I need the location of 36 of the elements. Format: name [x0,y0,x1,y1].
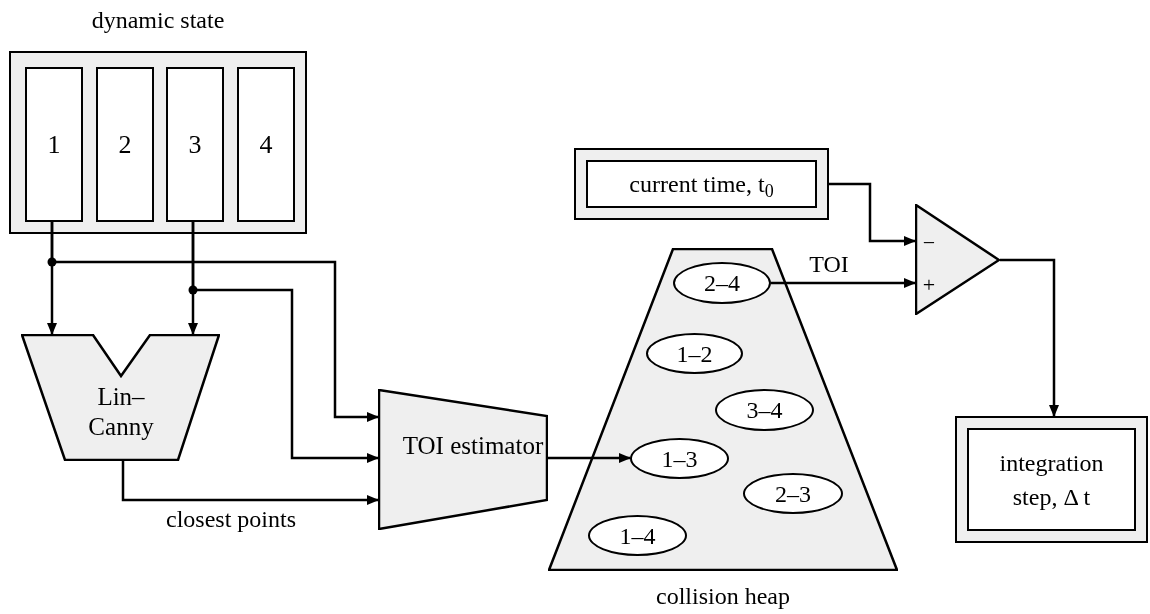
node-label: TOI estimator [401,431,545,461]
node-label: current time, t$_{0}$ [628,170,775,201]
connector-arrow [829,182,916,246]
node-label: dynamic state [90,6,226,35]
connector-arrow [771,278,916,288]
node-label: Lin– Canny [87,382,155,442]
node-label: integration step, Δ t [998,448,1105,512]
node-label: 3 [188,131,202,158]
node-label: 2–4 [704,271,740,295]
edge-label: TOI [809,250,849,278]
state-slot [25,67,83,222]
edge-label: closest points [166,505,296,533]
connector-arrow [121,461,379,505]
node-label: 1 [47,131,61,158]
state-slot [237,67,295,222]
connector-arrow [548,453,631,463]
notched-trapezoid-block [21,334,220,461]
node-label: collision heap [655,582,791,611]
node-label: 2 [118,131,132,158]
double-border-box [955,416,1148,543]
connector-arrow [191,220,379,463]
input-sign: + [922,273,936,297]
comparator-triangle [915,204,1000,315]
double-border-box [574,148,829,220]
state-slot [166,67,224,222]
node-label: 4 [259,131,273,158]
connector-arrow [50,220,379,422]
trapezoid-block [378,389,548,530]
node-label: 3–4 [746,398,783,422]
node-label: 2–3 [775,481,811,506]
node-label: 1–4 [619,523,656,548]
node-label: 1–2 [676,341,713,366]
node-label: 1–3 [661,446,698,471]
state-slot [96,67,154,222]
connector-arrow [1000,258,1059,417]
input-sign: − [922,231,936,255]
